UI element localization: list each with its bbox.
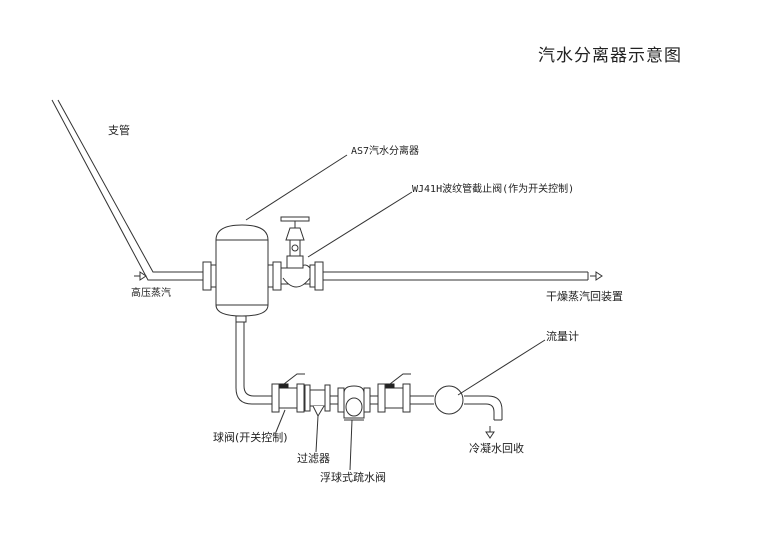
inlet-arrow-icon [134, 271, 147, 281]
leader-lines [245, 154, 546, 471]
bellows-stop-valve [280, 216, 311, 288]
inlet-flange [202, 261, 212, 291]
float-steam-trap [337, 385, 371, 421]
label-filter: 过滤器 [297, 452, 330, 465]
label-separator: AS7汽水分离器 [351, 146, 420, 157]
ball-valve-1 [271, 373, 305, 413]
condensate-arrow-icon [485, 426, 495, 439]
label-dry-steam-return: 干燥蒸汽回装置 [546, 290, 623, 303]
ball-valve-2 [377, 373, 411, 413]
flowmeter [434, 385, 464, 415]
outlet-arrow-icon [590, 271, 603, 281]
label-float-trap: 浮球式疏水阀 [320, 471, 386, 484]
dry-steam-pipe [323, 271, 589, 281]
label-branch-pipe: 支管 [108, 124, 130, 137]
separator-vessel [215, 224, 269, 323]
branch-pipe [51, 99, 205, 281]
label-condensate-return: 冷凝水回收 [469, 442, 524, 455]
condensate-pipe [410, 395, 503, 421]
label-hp-steam: 高压蒸汽 [131, 288, 171, 299]
y-strainer [304, 384, 331, 418]
label-ball-valve: 球阀(开关控制) [213, 431, 288, 444]
diagram-title: 汽水分离器示意图 [538, 46, 682, 66]
label-stop-valve: WJ41H波纹管截止阀(作为开关控制) [412, 184, 575, 195]
drain-pipe [235, 322, 272, 405]
label-flowmeter: 流量计 [546, 330, 579, 343]
